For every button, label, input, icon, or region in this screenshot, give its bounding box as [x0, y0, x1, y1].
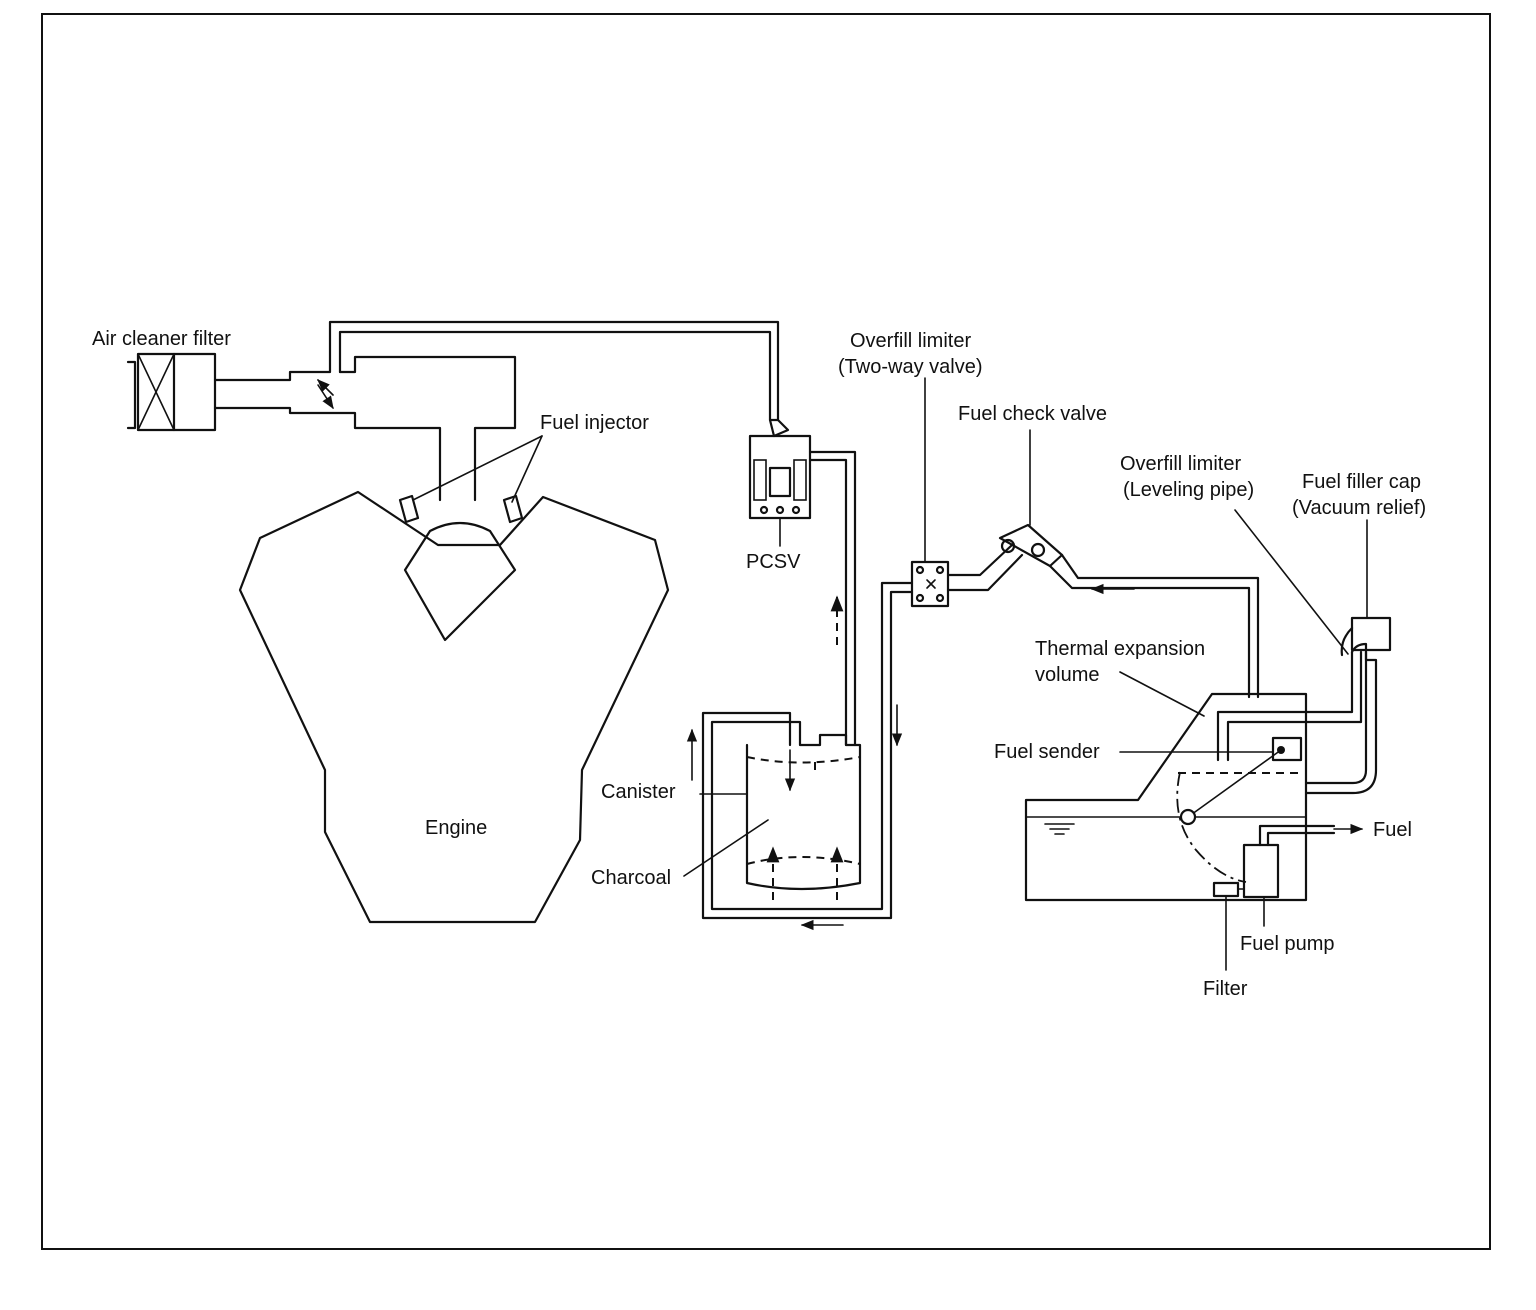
engine-block	[238, 490, 670, 924]
thermal-expansion-leader	[1119, 671, 1205, 717]
label-two-way-valve: (Two-way valve)	[838, 356, 982, 378]
leveling-pipe-leader	[1234, 509, 1349, 655]
label-volume: volume	[1035, 664, 1099, 686]
label-overfill-limiter-leveling: Overfill limiter	[1120, 453, 1241, 475]
canister	[699, 581, 914, 920]
air-cleaner-filter	[126, 352, 217, 432]
label-vacuum-relief: (Vacuum relief)	[1292, 497, 1426, 519]
label-overfill-limiter-two-way: Overfill limiter	[850, 330, 971, 352]
intake-manifold	[213, 320, 780, 502]
label-thermal-expansion: Thermal expansion	[1035, 638, 1205, 660]
label-charcoal: Charcoal	[591, 867, 671, 889]
label-leveling-pipe: (Leveling pipe)	[1123, 479, 1254, 501]
label-pcsv: PCSV	[746, 551, 801, 573]
diagram-frame	[41, 13, 1491, 1250]
label-air-cleaner-filter: Air cleaner filter	[92, 328, 231, 350]
flow-arrows-canister	[686, 595, 903, 931]
fuel-check-valve	[998, 429, 1260, 699]
label-fuel-sender: Fuel sender	[994, 741, 1100, 763]
label-fuel-pump: Fuel pump	[1240, 933, 1335, 955]
label-fuel-check-valve: Fuel check valve	[958, 403, 1107, 425]
label-canister: Canister	[601, 781, 676, 803]
pcsv-valve	[748, 418, 857, 747]
label-fuel-injector: Fuel injector	[540, 412, 649, 434]
label-fuel: Fuel	[1373, 819, 1412, 841]
label-filter: Filter	[1203, 978, 1248, 1000]
label-fuel-filler-cap: Fuel filler cap	[1302, 471, 1421, 493]
fuel-injector-leaders	[412, 435, 543, 503]
label-engine: Engine	[425, 817, 487, 839]
fuel-tank	[1024, 616, 1392, 971]
two-way-valve	[910, 377, 1024, 608]
charcoal-leader	[683, 819, 769, 877]
